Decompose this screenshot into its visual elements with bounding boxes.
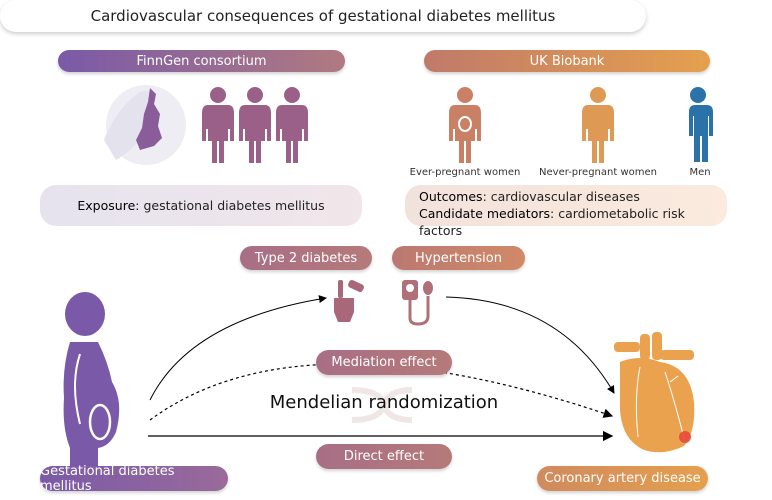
exposure-node-pill: Gestational diabetes mellitus: [40, 463, 228, 494]
heart-icon: [614, 332, 695, 453]
outcomes-key: Outcomes: [419, 189, 483, 204]
mediation-effect-label: Mediation effect: [331, 355, 437, 370]
ever-pregnant-woman-icon: [449, 87, 481, 163]
direct-effect-label: Direct effect: [343, 449, 425, 464]
method-label: Mendelian randomization: [269, 392, 499, 413]
group-label-ever-pregnant: Ever-pregnant women: [409, 167, 521, 178]
exposure-value: : gestational diabetes mellitus: [135, 198, 325, 213]
women-figures-icon: [202, 87, 308, 163]
group-label-never-pregnant: Never-pregnant women: [539, 167, 657, 178]
outcomes-value: : cardiovascular diseases: [482, 189, 640, 204]
finngen-banner: FinnGen consortium: [58, 50, 345, 72]
mediators-value: : cardiometabolic risk factors: [419, 206, 685, 238]
finngen-label: FinnGen consortium: [136, 53, 267, 69]
exposure-key: Exposure: [77, 198, 136, 213]
pregnant-woman-icon: [63, 292, 120, 466]
hypertension-label: Hypertension: [415, 250, 502, 266]
direct-effect-pill: Direct effect: [316, 444, 452, 469]
type2-diabetes-label: Type 2 diabetes: [254, 250, 358, 266]
group-label-men: Men: [689, 167, 711, 178]
exposure-node-label: Gestational diabetes mellitus: [40, 463, 175, 494]
arrow-mediator-to-outcome: [445, 296, 615, 394]
mediators-key: Candidate mediators: [419, 206, 551, 221]
glucose-finger-icon: [334, 279, 364, 322]
outcomes-box: Outcomes: cardiovascular diseases Candid…: [405, 185, 727, 238]
outcome-node-pill: Coronary artery disease: [537, 466, 708, 491]
blood-pressure-icon: [402, 280, 433, 326]
hypertension-pill: Hypertension: [392, 246, 525, 270]
ukbiobank-label: UK Biobank: [529, 53, 605, 69]
woman-icon: [202, 87, 234, 163]
exposure-box: Exposure: gestational diabetes mellitus: [40, 185, 362, 226]
mediation-effect-pill: Mediation effect: [316, 350, 452, 375]
page-title: Cardiovascular consequences of gestation…: [90, 7, 556, 25]
title-banner: Cardiovascular consequences of gestation…: [0, 0, 646, 32]
outcome-node-label: Coronary artery disease: [544, 471, 701, 486]
shuffle-icon: [351, 387, 413, 423]
type2-diabetes-pill: Type 2 diabetes: [240, 246, 372, 270]
man-icon: [689, 87, 713, 162]
arrow-to-mediator: [149, 295, 327, 401]
never-pregnant-woman-icon: [582, 87, 614, 163]
finland-map-icon: [104, 85, 186, 165]
ukbiobank-banner: UK Biobank: [424, 50, 710, 72]
